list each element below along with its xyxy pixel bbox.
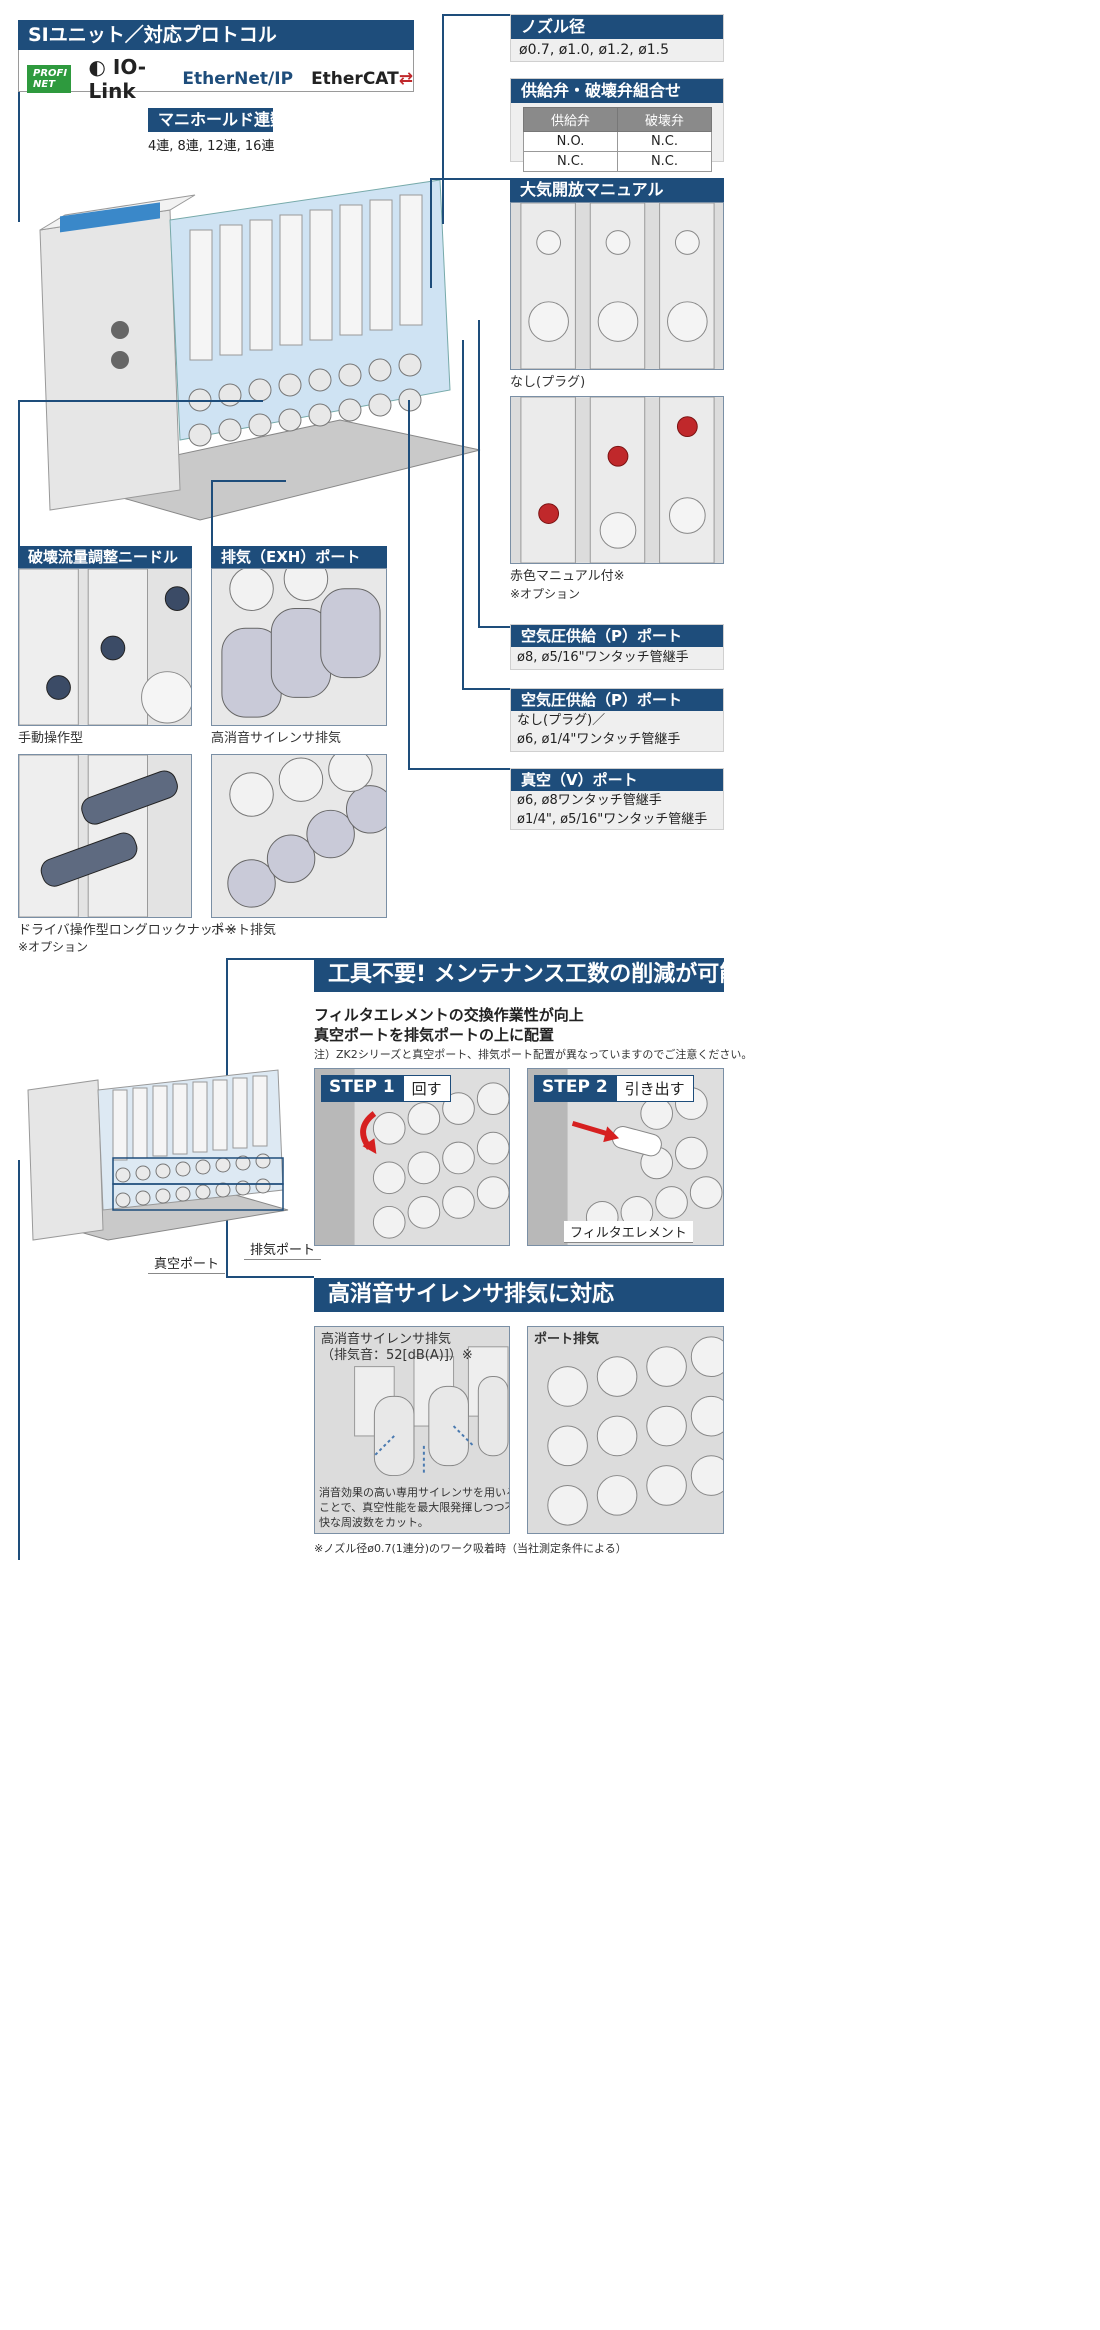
vacuum-port-section: 真空（V）ポート ø6, ø8ワンタッチ管継手 ø1/4", ø5/16"ワンタ… <box>510 768 724 830</box>
maintenance-line1: フィルタエレメントの交換作業性が向上 <box>314 1006 584 1024</box>
supply-port-1-section: 空気圧供給（P）ポート ø8, ø5/16"ワンタッチ管継手 <box>510 624 724 670</box>
vacuum-port-tag: 真空ポート <box>148 1252 226 1274</box>
silencer-footnote: ※ノズル径ø0.7(1連分)のワーク吸着時（当社測定条件による） <box>314 1542 627 1555</box>
silencer-desc1: 消音効果の高い専用サイレンサを用いる <box>319 1486 510 1499</box>
needle-driver-photo <box>18 754 192 918</box>
table-cell: N.C. <box>617 131 712 152</box>
manual-option-note: ※オプション <box>510 587 581 601</box>
ethercat-logo: EtherCAT⇄ <box>311 69 413 89</box>
vacuum-port-line2: ø1/4", ø5/16"ワンタッチ管継手 <box>517 812 708 827</box>
exh-title: 排気（EXH）ポート <box>211 546 387 568</box>
nozzle-value: ø0.7, ø1.0, ø1.2, ø1.5 <box>519 42 670 58</box>
table-header: 破壊弁 <box>617 107 712 132</box>
leader-line <box>478 626 510 628</box>
step1-number: STEP 1 <box>321 1075 403 1102</box>
leader-line <box>430 178 432 288</box>
maintenance-note: 注）ZK2シリーズと真空ポート、排気ポート配置が異なっていますのでご注意ください… <box>314 1048 753 1061</box>
step2-photo: STEP 2 引き出す フィルタエレメント <box>527 1068 724 1246</box>
manual-plug-photo <box>510 202 724 370</box>
step1-action: 回す <box>402 1075 451 1102</box>
nozzle-title: ノズル径 <box>511 15 723 39</box>
filter-element-tag: フィルタエレメント <box>564 1221 693 1243</box>
silencer-left-title1: 高消音サイレンサ排気 <box>321 1332 452 1347</box>
silencer-title: 高消音サイレンサ排気に対応 <box>314 1278 724 1312</box>
leader-line <box>18 1160 20 1560</box>
table-row: N.O. N.C. <box>523 131 712 152</box>
leader-line <box>462 340 464 690</box>
needle-manual-photo <box>18 568 192 726</box>
manual-section: 大気開放マニュアル <box>510 178 724 202</box>
exh-caption-port: ポート排気 <box>211 923 277 938</box>
leader-line <box>430 178 510 180</box>
valve-combo-title: 供給弁・破壊弁組合せ <box>511 79 723 103</box>
leader-line <box>408 768 510 770</box>
maintenance-line2: 真空ポートを排気ポートの上に配置 <box>314 1026 555 1044</box>
manual-caption-plug: なし(プラグ) <box>510 375 586 390</box>
manifold-value: 4連, 8連, 12連, 16連 <box>148 139 275 154</box>
compact-product-image <box>18 1060 298 1250</box>
table-header-row: 供給弁 破壊弁 <box>523 107 712 132</box>
leader-line <box>226 1276 314 1278</box>
leader-line <box>18 400 20 546</box>
leader-line <box>478 320 480 628</box>
maintenance-title: 工具不要! メンテナンス工数の削減が可能 <box>314 958 741 992</box>
leader-line <box>442 14 510 16</box>
manual-caption-red: 赤色マニュアル付※ <box>510 569 625 584</box>
si-unit-title: SIユニット／対応プロトコル <box>18 20 414 50</box>
supply-port-1-title: 空気圧供給（P）ポート <box>511 625 723 647</box>
step1-photo: STEP 1 回す <box>314 1068 510 1246</box>
leader-line <box>211 480 213 546</box>
supply-port-2-line1: なし(プラグ)／ <box>517 713 606 728</box>
silencer-photo: 高消音サイレンサ排気 （排気音：52[dB(A)]）※ 消音効果の高い専用サイレ… <box>314 1326 510 1534</box>
valve-combo-table: 供給弁 破壊弁 N.O. N.C. N.C. N.C. <box>523 107 712 172</box>
table-cell: N.O. <box>523 131 618 152</box>
manifold-section: マニホールド連数 4連, 8連, 12連, 16連 <box>148 108 286 156</box>
table-cell: N.C. <box>617 151 712 172</box>
manual-title: 大気開放マニュアル <box>510 178 724 202</box>
nozzle-section: ノズル径 ø0.7, ø1.0, ø1.2, ø1.5 <box>510 14 724 62</box>
exh-caption-silencer: 高消音サイレンサ排気 <box>211 731 342 746</box>
needle-option-note: ※オプション <box>18 940 89 954</box>
step2-number: STEP 2 <box>534 1075 616 1102</box>
step2-action: 引き出す <box>615 1075 694 1102</box>
silencer-left-title2: （排気音：52[dB(A)]）※ <box>321 1348 473 1363</box>
leader-line <box>408 400 410 770</box>
leader-line <box>442 14 444 224</box>
step2-label: STEP 2 引き出す <box>534 1075 694 1102</box>
table-cell: N.C. <box>523 151 618 172</box>
supply-port-1-value: ø8, ø5/16"ワンタッチ管継手 <box>517 650 689 665</box>
table-row: N.C. N.C. <box>523 151 712 172</box>
vacuum-port-line1: ø6, ø8ワンタッチ管継手 <box>517 793 662 808</box>
io-link-logo: ◐ IO-Link <box>88 55 147 103</box>
port-exhaust-title: ポート排気 <box>534 1332 600 1347</box>
needle-caption-manual: 手動操作型 <box>18 731 84 746</box>
table-header: 供給弁 <box>523 107 618 132</box>
leader-line <box>18 92 20 222</box>
supply-port-2-title: 空気圧供給（P）ポート <box>511 689 723 711</box>
leader-line <box>211 480 286 482</box>
exhaust-port-tag: 排気ポート <box>244 1238 322 1260</box>
supply-port-2-line2: ø6, ø1/4"ワンタッチ管継手 <box>517 732 681 747</box>
manual-red-photo <box>510 396 724 564</box>
vacuum-port-title: 真空（V）ポート <box>511 769 723 791</box>
ethernet-ip-logo: EtherNet/IP <box>182 69 294 89</box>
exh-port-photo <box>211 754 387 918</box>
exh-silencer-photo <box>211 568 387 726</box>
main-product-image <box>20 150 490 530</box>
needle-title: 破壊流量調整ニードル <box>18 546 192 568</box>
leader-line <box>226 958 314 960</box>
manifold-title: マニホールド連数 <box>148 108 286 132</box>
needle-caption-driver: ドライバ操作型ロングロックナット※ <box>18 923 237 938</box>
valve-combo-section: 供給弁・破壊弁組合せ 供給弁 破壊弁 N.O. N.C. N.C. N.C. <box>510 78 724 172</box>
step1-label: STEP 1 回す <box>321 1075 451 1102</box>
leader-line <box>18 400 263 402</box>
silencer-desc2: ことで、真空性能を最大限発揮しつつ不 <box>319 1501 510 1514</box>
port-exhaust-photo: ポート排気 <box>527 1326 724 1534</box>
supply-port-2-section: 空気圧供給（P）ポート なし(プラグ)／ ø6, ø1/4"ワンタッチ管継手 <box>510 688 724 752</box>
silencer-desc3: 快な周波数をカット。 <box>319 1516 429 1529</box>
leader-line <box>462 688 510 690</box>
